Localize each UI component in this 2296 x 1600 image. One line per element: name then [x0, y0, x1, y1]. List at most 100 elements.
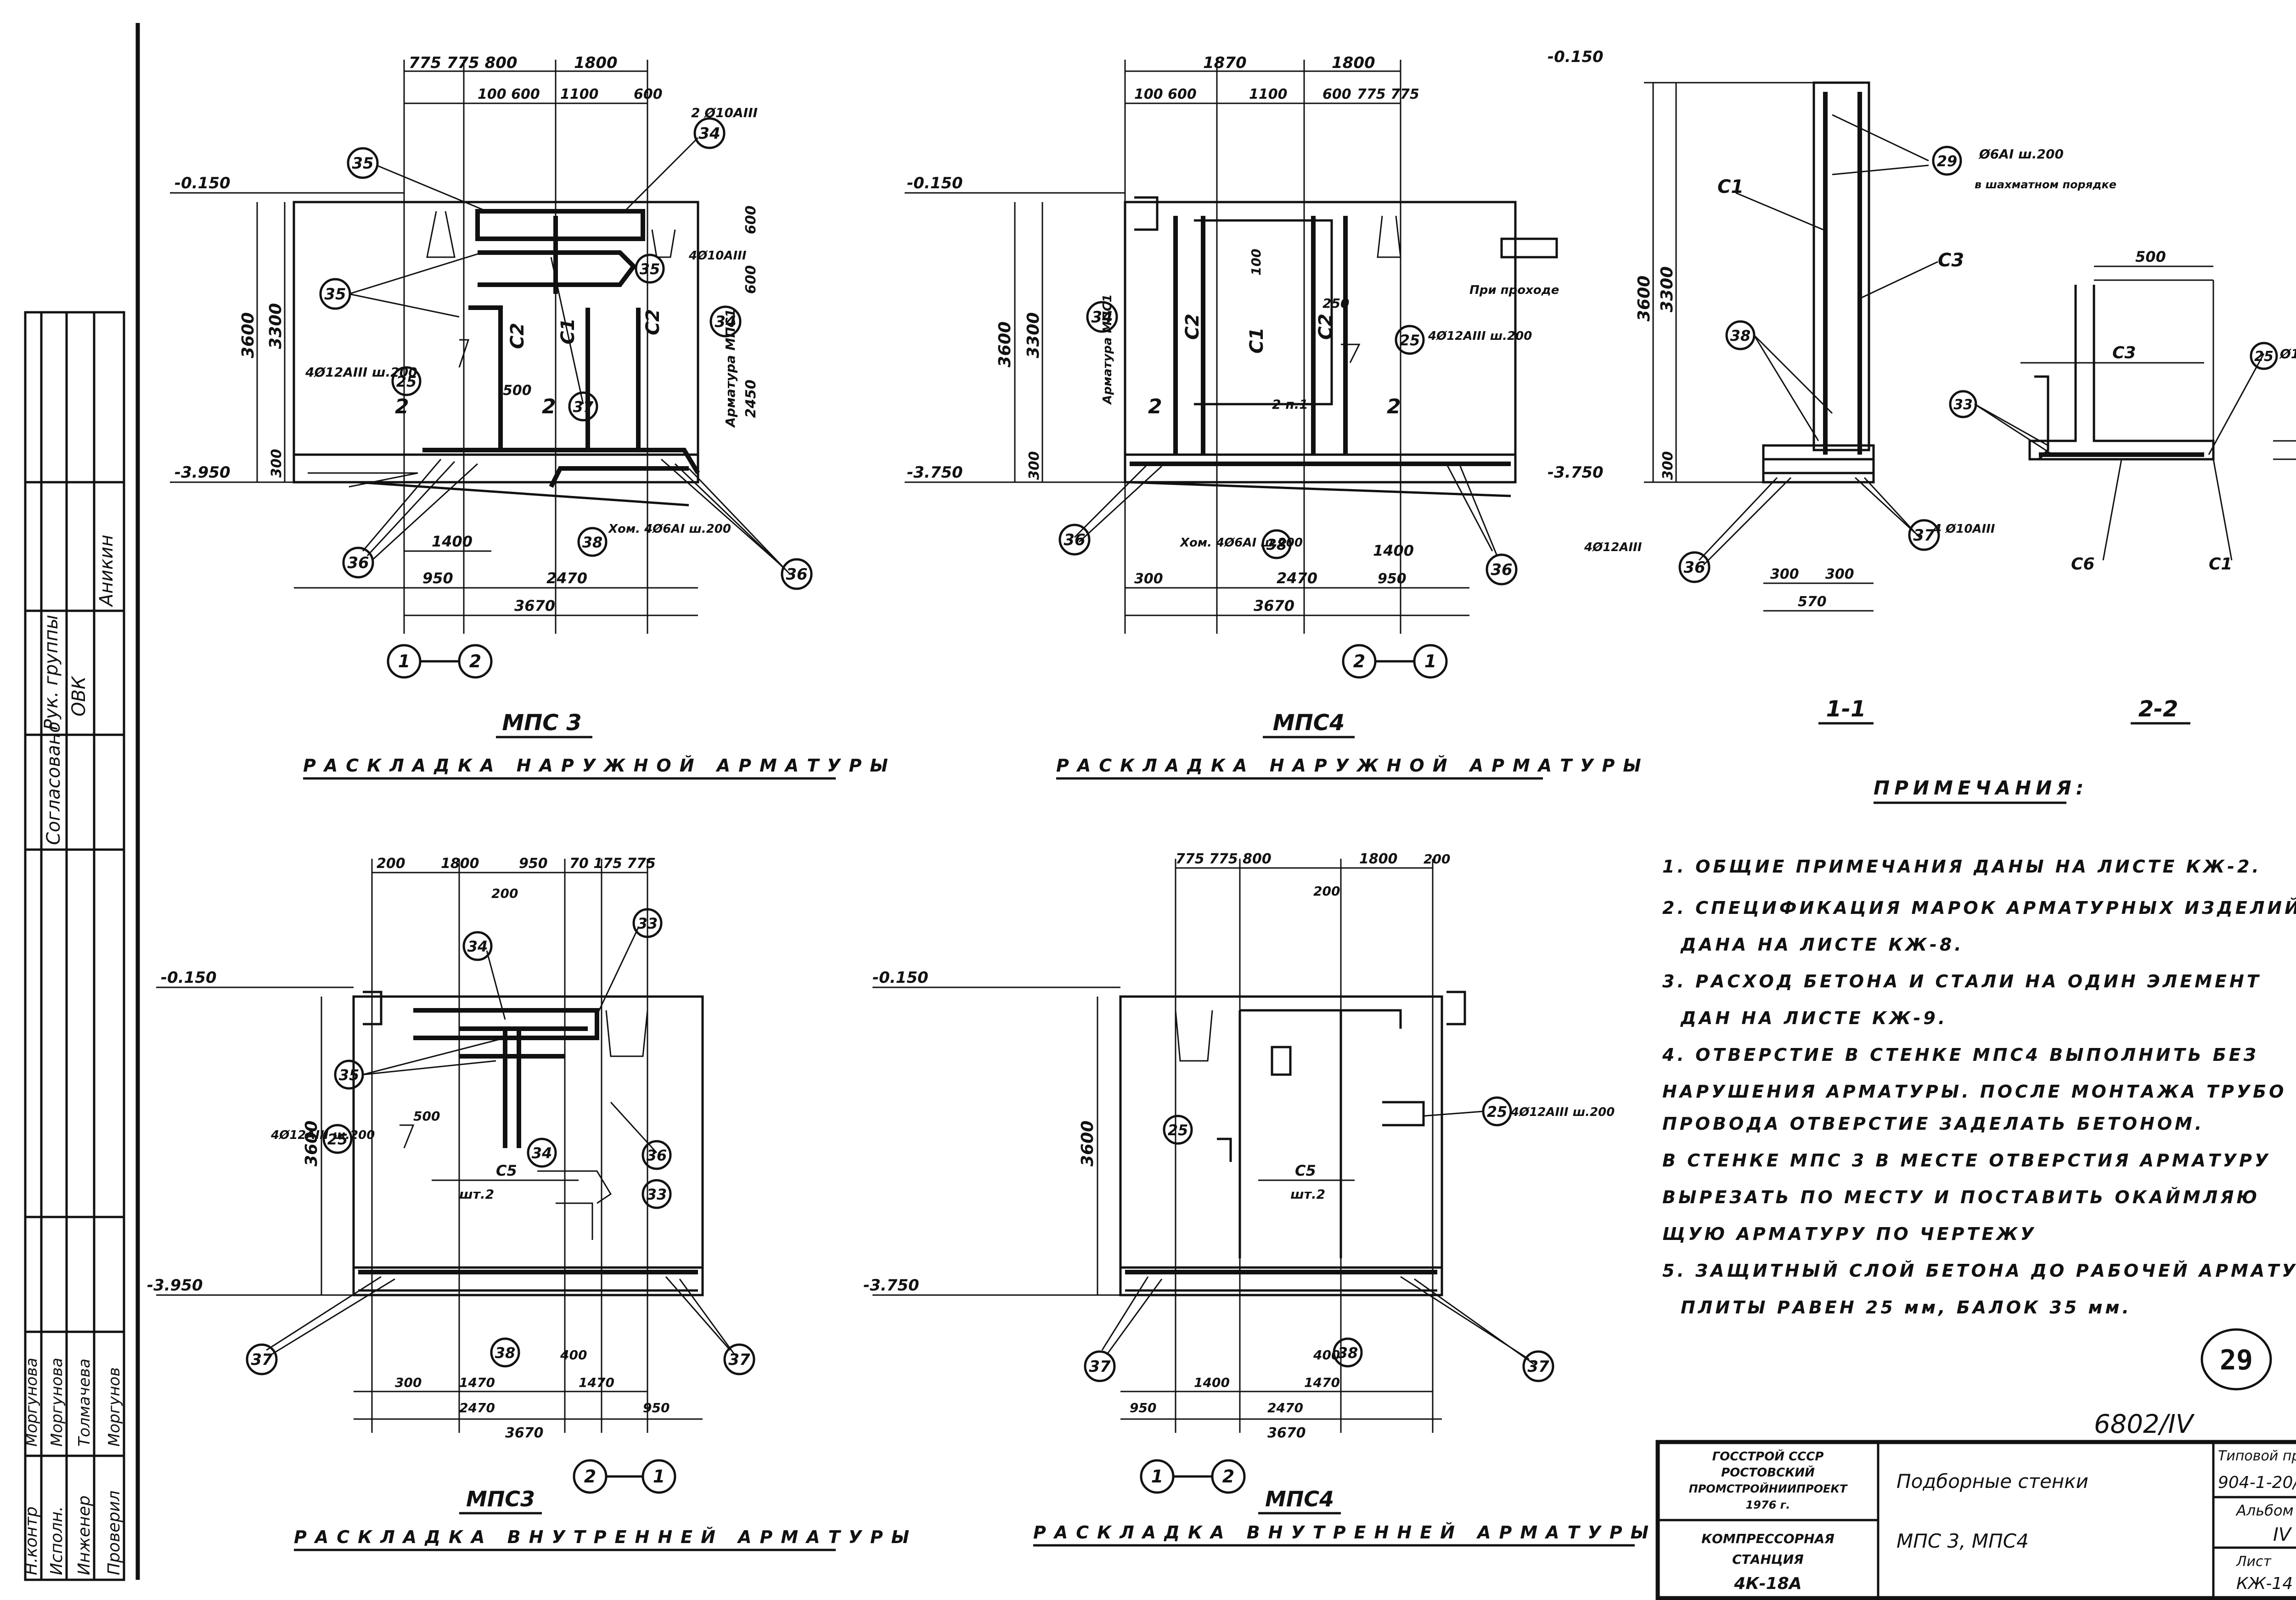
mps4o-level-top: -0.150	[907, 174, 963, 192]
s11-dim-v3: 300	[1660, 451, 1676, 480]
s22-dim-top: 500	[2135, 248, 2166, 265]
s11-level-top: -0.150	[1548, 48, 1604, 66]
s22-c6: С6	[2071, 555, 2094, 574]
mps4o-callout-2: 25	[1400, 332, 1420, 349]
mps3i-dim-b5: 950	[643, 1400, 670, 1415]
mps3o-dim-v2: 3300	[266, 303, 285, 349]
s11-dim-v1: 3600	[1635, 276, 1654, 321]
mps4o-opening: При проходе	[1469, 283, 1559, 297]
view-mps4-inner: 775 775 800 1800 200 200 -0.150 -3.750 3…	[863, 851, 1657, 1547]
s22-label: 2-2	[2138, 696, 2178, 722]
doc-code: 6802/IV	[2094, 1409, 2195, 1439]
mps3i-callout-7: 33	[647, 1186, 667, 1203]
mps4i-callout-5: 37	[1527, 1358, 1549, 1376]
mps4o-dim-v1: 3600	[996, 321, 1014, 367]
mps3i-callout-8: 38	[495, 1344, 516, 1362]
mps4o-callout-3: 38	[1266, 536, 1287, 553]
mps4i-subtitle: РАСКЛАДКА ВНУТРЕННЕЙ АРМАТУРЫ	[1033, 1522, 1657, 1543]
mps3i-dim-b3: 1470	[579, 1375, 614, 1390]
mps4o-rebar-note: 4Ø12АIII ш.200	[1428, 329, 1532, 343]
mps4o-dim-v5: 250	[1322, 296, 1349, 311]
mps4o-callout-5: 36	[1491, 561, 1512, 579]
mps3o-c1: С1	[557, 318, 579, 344]
mps3o-arm-note: Арматура МПС1	[723, 309, 738, 428]
mps3i-axis-1: 1	[653, 1466, 665, 1487]
mps4i-dim-b2: 1400	[1194, 1375, 1230, 1390]
mps4o-dim-b5: 950	[1378, 571, 1407, 587]
notes-line-2: 2. СПЕЦИФИКАЦИЯ МАРОК АРМАТУРНЫХ ИЗДЕЛИЙ	[1662, 898, 2296, 918]
notes-line-13: ПЛИТЫ РАВЕН 25 мм, БАЛОК 35 мм.	[1681, 1297, 2132, 1318]
tb-org4: КОМПРЕССОРНАЯ	[1701, 1531, 1835, 1546]
s11-bot-left: 4Ø12АIII	[1584, 541, 1642, 554]
mps3o-c2: С2	[507, 323, 528, 349]
mps3i-dim-b6: 3670	[505, 1425, 544, 1441]
mps3o-level-bottom: -3.950	[174, 463, 231, 482]
tb-title2: МПС 3, МПС4	[1896, 1530, 2029, 1552]
s11-dim-b3: 570	[1798, 594, 1827, 610]
mps4o-two-b: 2	[1387, 395, 1401, 418]
mps3i-dim-v1: 3600	[302, 1121, 321, 1166]
mps4i-callout-3: 37	[1089, 1358, 1111, 1376]
s11-dim-b2: 300	[1825, 566, 1854, 582]
mps3o-dim-v4: 600	[743, 205, 759, 234]
mps3i-dim-top5: 200	[491, 886, 518, 901]
mps3i-callout-6: 36	[647, 1147, 667, 1164]
mps3i-callout-10: 37	[728, 1351, 750, 1369]
mps3o-callout-9: 38	[582, 534, 603, 551]
mps4i-dim-top1: 775 775 800	[1176, 851, 1272, 867]
mps4i-callout-1: 25	[1168, 1121, 1188, 1139]
mps3i-callout-3: 35	[339, 1066, 360, 1084]
stamp-role-4: Проверил	[105, 1490, 124, 1575]
mps4o-bot-note: Хом. 4Ø6АI ш.200	[1179, 536, 1303, 550]
mps3o-dim-v1: 3600	[239, 312, 258, 358]
s11-callout-4: 37	[1913, 526, 1935, 545]
mps3o-dim-b4: 3670	[514, 597, 555, 614]
s22-callout-1: 25	[2254, 349, 2273, 365]
mps3o-dim-v3: 300	[269, 449, 285, 478]
view-section-2-2: 500 200 С3 С6 С1 Ø12АIII ш.200 25 33 2-2	[1949, 248, 2296, 725]
mps3o-axis-2: 2	[469, 651, 481, 671]
mps4i-axis-1: 1	[1151, 1466, 1163, 1487]
s22-note: Ø12АIII ш.200	[2279, 346, 2296, 361]
mps3o-two-a: 2	[395, 395, 409, 418]
mps4i-dim-v1: 3600	[1078, 1121, 1097, 1166]
mps3i-callout-2: 33	[637, 915, 658, 932]
view-mps4-outer: 1870 1800 100 600 1100 600 775 775 -0.15…	[905, 54, 1641, 780]
notes-block: ПРИМЕЧАНИЯ: 1. ОБЩИЕ ПРИМЕЧАНИЯ ДАНЫ НА …	[1662, 777, 2296, 1318]
tb-org6: 4К-18А	[1733, 1574, 1801, 1593]
stamp-approval-2: ОВК	[68, 676, 90, 716]
stamp-name-1: Моргунова	[48, 1358, 66, 1447]
stamp-name-2: Моргунова	[23, 1358, 41, 1447]
s11-callout-2: 38	[1730, 327, 1751, 344]
mps4o-dim-v4: 100	[1249, 249, 1264, 276]
sheet-badge: 29	[2220, 1344, 2253, 1376]
mps4o-dim-b2: 2470	[1277, 569, 1317, 587]
mps3i-dim-top4: 70 175 775	[569, 856, 656, 872]
mps3i-sht: шт.2	[459, 1187, 494, 1202]
stamp-approval-4: Согласовано	[43, 721, 64, 845]
mps4i-callout-2: 25	[1487, 1103, 1508, 1121]
stamp-role-2: Исполн.	[47, 1506, 66, 1575]
s11-level-bottom: -3.750	[1548, 463, 1604, 482]
mps3o-top-note: 2 Ø10АIII	[691, 105, 758, 120]
notes-line-8: ПРОВОДА ОТВЕРСТИЕ ЗАДЕЛАТЬ БЕТОНОМ.	[1662, 1114, 2204, 1134]
mps3o-dim-b2: 950	[422, 569, 453, 587]
mps3i-level-top: -0.150	[161, 969, 217, 987]
mps4o-two-a: 2	[1148, 395, 1162, 418]
mps4o-axis-1: 1	[1424, 651, 1436, 671]
side-stamp: Рук. группы ОВК Аникин Согласовано Н.кон…	[22, 23, 140, 1581]
mps3o-dim-top3: 100 600	[478, 86, 540, 102]
s11-dim-b1: 300	[1770, 566, 1799, 582]
s11-note1: Ø6АI ш.200	[1978, 146, 2064, 162]
mps3o-side-note: 4Ø10АIII	[688, 249, 747, 263]
mps3i-dim-mid1: 500	[413, 1109, 440, 1124]
stamp-role-3: Инженер	[75, 1495, 94, 1575]
mps4o-pi: 2 п.1	[1272, 397, 1308, 412]
mps3o-callout-2: 34	[698, 124, 720, 143]
mps4i-dim-top3: 200	[1313, 884, 1340, 899]
stamp-name-3: Толмачева	[75, 1358, 94, 1447]
mps3i-subtitle: РАСКЛАДКА ВНУТРЕННЕЙ АРМАТУРЫ	[294, 1527, 917, 1547]
mps3i-dim-top3: 950	[519, 856, 548, 872]
mps3o-callout-10: 36	[786, 565, 807, 584]
